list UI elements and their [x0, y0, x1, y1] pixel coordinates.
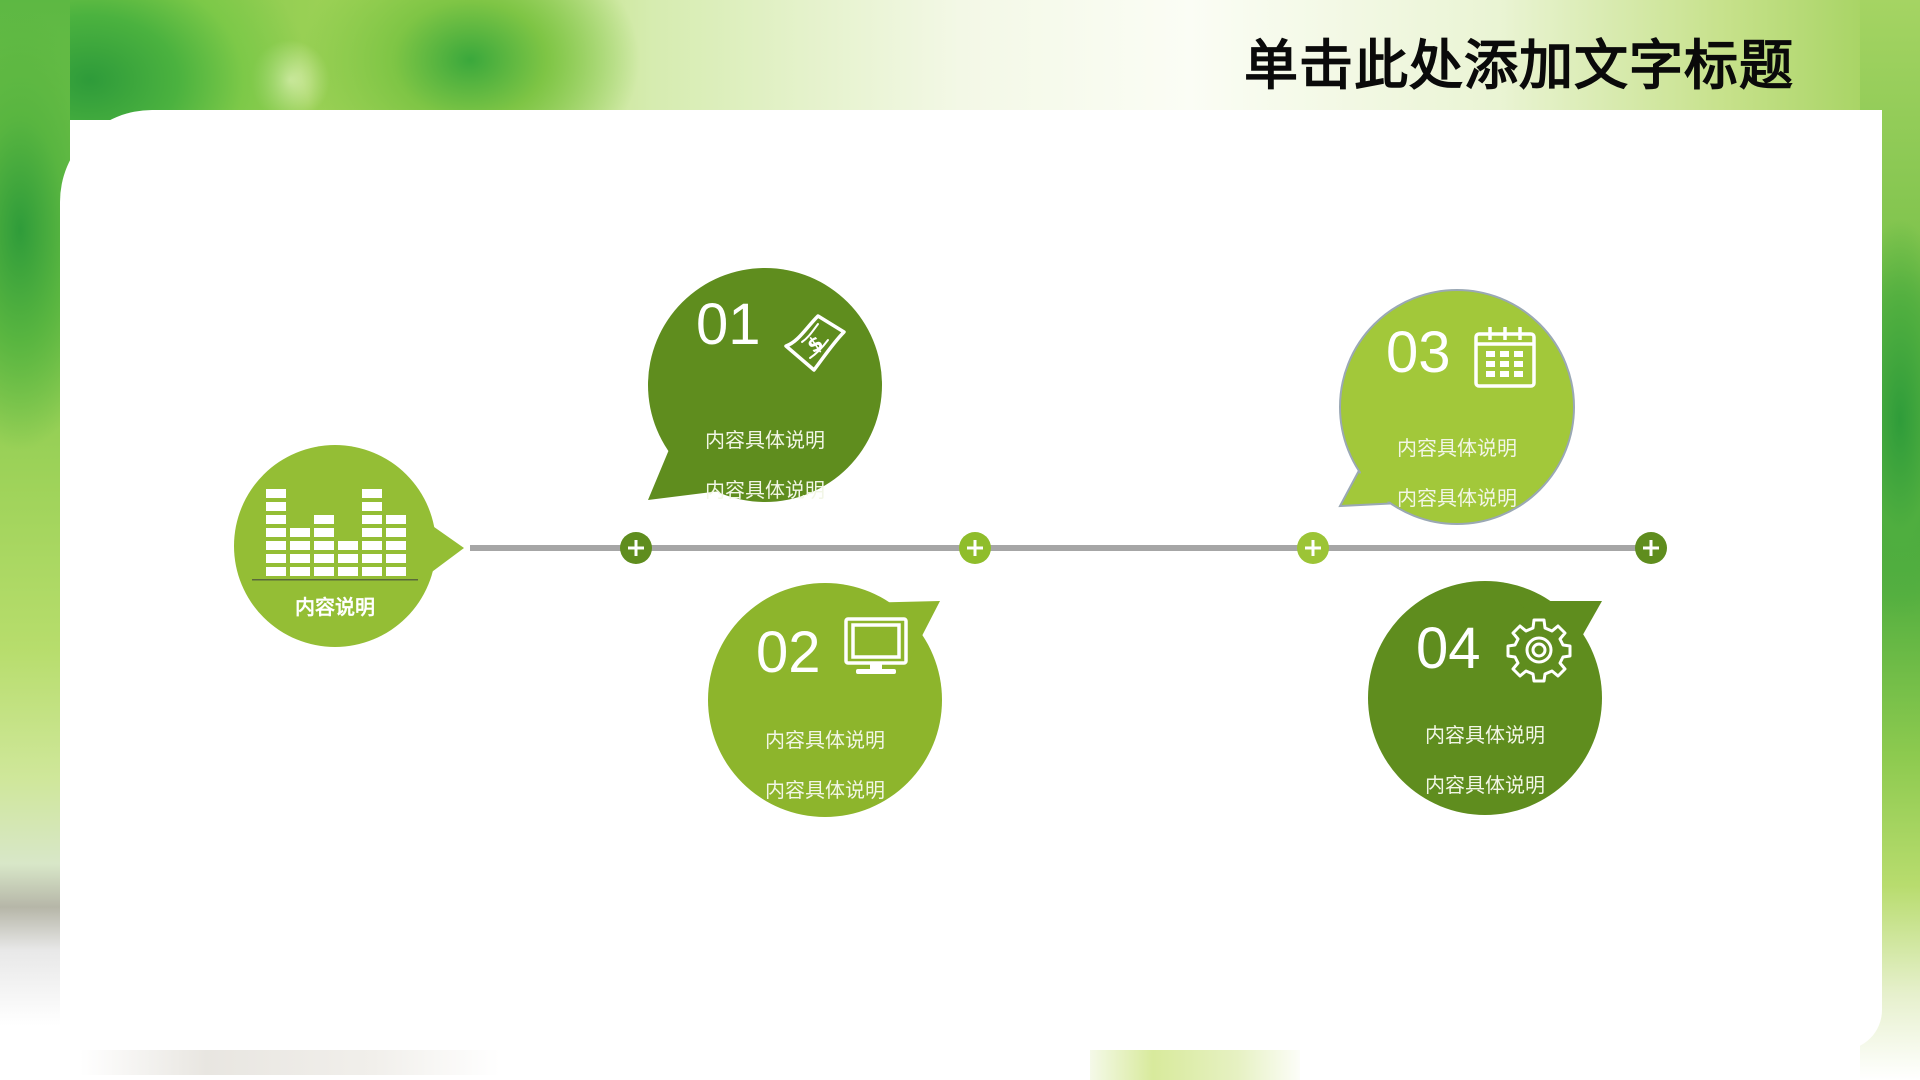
- speech-bubble-shape: [708, 583, 942, 817]
- step-description-line1: 内容具体说明: [1425, 723, 1545, 747]
- step-description-line2: 内容具体说明: [765, 778, 885, 802]
- step-bubble-02[interactable]: 02 内容具体说明 内容具体说明: [708, 583, 942, 817]
- step-number: 02: [756, 620, 821, 685]
- plus-icon: [959, 532, 991, 564]
- speech-bubble-shape: [1338, 289, 1575, 525]
- money-bill-icon: $: [784, 314, 846, 372]
- background-strip-bottom: [1090, 1050, 1300, 1080]
- gear-icon: [1506, 618, 1572, 683]
- step-description-line1: 内容具体说明: [705, 428, 825, 452]
- step-description-line1: 内容具体说明: [1397, 436, 1517, 460]
- background-foliage-top: [0, 0, 1920, 120]
- plus-icon: [1297, 532, 1329, 564]
- timeline-line: [470, 545, 1652, 551]
- summary-circle[interactable]: 内容说明: [232, 443, 464, 649]
- speech-bubble-shape: [648, 268, 882, 502]
- step-bubble-04[interactable]: 04 内容具体说明 内容具体说明: [1368, 581, 1602, 815]
- equalizer-bars-icon: [252, 489, 418, 581]
- plus-icon: [620, 532, 652, 564]
- step-description-line1: 内容具体说明: [765, 728, 885, 752]
- calendar-icon: [1474, 327, 1536, 388]
- monitor-icon: [844, 617, 908, 674]
- background-flowers-bottom: [80, 1045, 500, 1075]
- slide-title[interactable]: 单击此处添加文字标题: [1244, 34, 1794, 97]
- timeline-node-2[interactable]: [959, 532, 991, 564]
- speech-bubble-shape: [1368, 581, 1602, 815]
- step-number: 01: [696, 292, 761, 357]
- timeline-node-1[interactable]: [620, 532, 652, 564]
- plus-icon: [1635, 532, 1667, 564]
- step-number: 03: [1386, 320, 1451, 385]
- step-description-line2: 内容具体说明: [1425, 773, 1545, 797]
- step-number: 04: [1416, 616, 1481, 681]
- step-description-line2: 内容具体说明: [1397, 486, 1517, 510]
- timeline-node-3[interactable]: [1297, 532, 1329, 564]
- step-description-line2: 内容具体说明: [705, 478, 825, 502]
- summary-label: 内容说明: [295, 595, 375, 619]
- step-bubble-03[interactable]: 03 内容具体说明 内容具体说明: [1338, 289, 1575, 525]
- step-bubble-01[interactable]: 01 $ 内容具体说明 内容具体说明: [648, 268, 882, 502]
- background-foliage-left: [0, 0, 70, 1080]
- timeline-node-4[interactable]: [1635, 532, 1667, 564]
